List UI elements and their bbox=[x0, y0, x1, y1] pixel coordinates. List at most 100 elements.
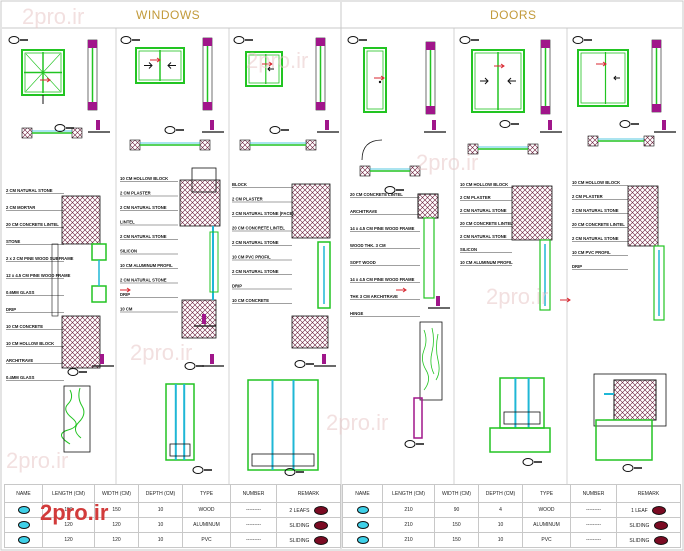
section-arrow-icon bbox=[596, 61, 607, 67]
remark-tag-icon bbox=[651, 505, 666, 515]
remark-tag-icon bbox=[653, 520, 668, 530]
callout-label: 0.4MM GLASS bbox=[6, 375, 35, 380]
window-tag-icon bbox=[17, 521, 30, 530]
sill-section bbox=[541, 106, 550, 114]
hatched-wall bbox=[613, 379, 657, 421]
section-tag-icon bbox=[622, 464, 634, 472]
wall-plan bbox=[239, 139, 251, 151]
pvc-profile bbox=[317, 241, 331, 309]
section-tag-icon bbox=[572, 36, 584, 44]
remark-text: SLIDING bbox=[629, 537, 650, 544]
callout-label: 12 x 4.5 CM PINE WOOD FRAME bbox=[6, 273, 71, 278]
callout-label: 2 CM PLASTER bbox=[460, 195, 491, 200]
alu-profile bbox=[539, 239, 551, 311]
table-cell: 10 bbox=[478, 532, 523, 548]
table-cell: 10 bbox=[478, 517, 523, 534]
callout-label: DRIP bbox=[120, 292, 130, 297]
table-cell: 90 bbox=[434, 502, 479, 519]
callout-label: DRIP bbox=[232, 284, 242, 289]
door-frame bbox=[363, 47, 387, 113]
section-tag-icon bbox=[522, 458, 534, 466]
profile-detail bbox=[499, 377, 545, 429]
wall-plan bbox=[199, 139, 211, 151]
window-frame bbox=[577, 49, 629, 107]
callout-label: 2 CM NATURAL STONE bbox=[572, 208, 619, 213]
callout-label: ARCHITRAVE bbox=[6, 358, 33, 363]
profile-detail bbox=[247, 379, 319, 471]
callout-label: 10 CM HOLLOW BLOCK bbox=[572, 180, 620, 185]
wall-plan bbox=[71, 127, 83, 139]
watermark-faint: 2pro.ir bbox=[246, 48, 309, 73]
table-row: 210 150 10 ALUMINUM --------- SLIDING bbox=[342, 517, 681, 534]
callout-label: 2 CM NATURAL STONE bbox=[120, 234, 167, 239]
callout-label: 2 CM NATURAL STONE (FACE) bbox=[232, 211, 294, 216]
pvc-sill-detail bbox=[595, 419, 653, 461]
table-cell: --------- bbox=[230, 502, 277, 519]
watermark-faint: 2pro.ir bbox=[486, 284, 549, 309]
table-cell: 210 bbox=[382, 502, 435, 519]
section-arrow-icon bbox=[262, 61, 273, 67]
door-tag-icon bbox=[356, 521, 369, 530]
name-tag-cell bbox=[342, 502, 383, 519]
section-tag-icon bbox=[459, 36, 471, 44]
callout-label: THK 3 CM ARCHITRAVE bbox=[350, 294, 398, 299]
table-cell: --------- bbox=[570, 532, 617, 548]
lintel-section bbox=[88, 40, 97, 48]
architrave bbox=[413, 397, 423, 439]
callout-label: 2 CM NATURAL STONE bbox=[120, 205, 167, 210]
lintel-section bbox=[417, 193, 439, 219]
dim-tick bbox=[662, 120, 666, 130]
section-tag-icon bbox=[184, 362, 196, 370]
callout-label: 0.6MM GLASS bbox=[6, 290, 35, 295]
callout-label: SILICON bbox=[120, 249, 137, 254]
table-cell: SLIDING bbox=[616, 532, 681, 548]
table-header-cell: NAME bbox=[342, 483, 383, 504]
lintel-section bbox=[541, 40, 550, 48]
table-cell: --------- bbox=[570, 502, 617, 519]
table-cell: --------- bbox=[230, 517, 277, 534]
callout-label: 2 CM PLASTER bbox=[120, 191, 151, 196]
section-tag-icon bbox=[233, 36, 245, 44]
doors-schedule-table: NAME LENGTH (CM) WIDTH (CM) DEPTH (CM) T… bbox=[342, 483, 681, 548]
table-cell: 150 bbox=[434, 532, 479, 548]
table-cell: ALUMINUM bbox=[522, 517, 571, 534]
callout-label: SOFT WOOD bbox=[350, 260, 376, 265]
section-tag-icon bbox=[499, 120, 511, 128]
callout-label: 14 x 4.5 CM PINE WOOD FRAME bbox=[350, 226, 415, 231]
table-header-cell: LENGTH (CM) bbox=[382, 483, 435, 504]
callout-label: 2 CM MORTAR bbox=[6, 205, 35, 210]
table-cell: 10 bbox=[138, 532, 183, 548]
callout-label: 2 CM NATURAL STONE bbox=[460, 208, 507, 213]
door-tag-icon bbox=[356, 506, 369, 515]
callout-label: 2 x 2 CM PINE WOOD SUBFRAME bbox=[6, 256, 74, 261]
table-cell: --------- bbox=[570, 517, 617, 534]
table-cell: 120 bbox=[94, 532, 139, 548]
section-tag-icon bbox=[67, 368, 79, 376]
table-cell: WOOD bbox=[522, 502, 571, 519]
section-arrow-icon bbox=[396, 287, 407, 293]
section-tag-icon bbox=[120, 36, 132, 44]
wood-frame bbox=[91, 285, 107, 303]
callout-label: 10 CM ALUMINUM PROFIL bbox=[120, 263, 173, 268]
hatched-wall bbox=[61, 195, 101, 245]
section-arrow-icon bbox=[40, 77, 51, 83]
callout-label: SILICON bbox=[460, 247, 477, 252]
slide-arrow-icon bbox=[144, 62, 176, 69]
lintel-section bbox=[316, 38, 325, 46]
window-sash bbox=[248, 54, 280, 84]
name-tag-cell bbox=[4, 517, 43, 534]
table-cell: 10 bbox=[138, 502, 183, 519]
table-cell: WOOD bbox=[182, 502, 231, 519]
dim-tick bbox=[436, 296, 440, 306]
dim-tick bbox=[202, 314, 206, 324]
table-header-cell: TYPE bbox=[182, 483, 231, 504]
name-tag-cell bbox=[4, 502, 43, 519]
dim-tick bbox=[322, 354, 326, 364]
lintel-section bbox=[426, 42, 435, 50]
table-cell: 4 bbox=[478, 502, 523, 519]
callout-label: 2 CM NATURAL STONE bbox=[232, 240, 279, 245]
slide-arrow-icon bbox=[267, 66, 274, 72]
section-arrow-icon bbox=[150, 57, 161, 63]
section-tag-icon bbox=[384, 186, 396, 194]
callout-label: 20 CM CONCRETE LINTEL bbox=[460, 221, 513, 226]
